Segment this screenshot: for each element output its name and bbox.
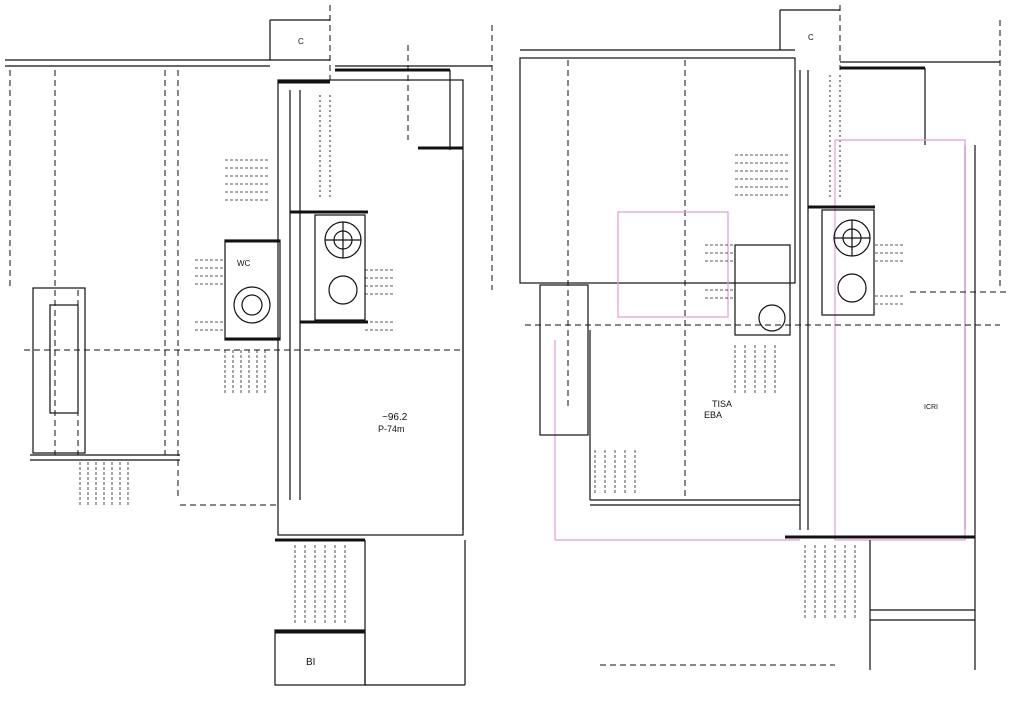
top-mark-left: C [298,37,304,46]
top-mark-right: C [808,33,814,42]
room-label-right: ICRI [924,404,938,411]
wc-label: WC [237,259,251,268]
area-value-left: ~96.2 [382,412,408,423]
stair-mark-bottom: BI [306,657,315,668]
room-label-tisa: TISA [712,399,732,409]
left-plan [5,5,493,686]
area-unit-left: P-74m [378,424,405,434]
right-plan [519,5,1010,670]
room-label-eba: EBA [704,410,722,420]
